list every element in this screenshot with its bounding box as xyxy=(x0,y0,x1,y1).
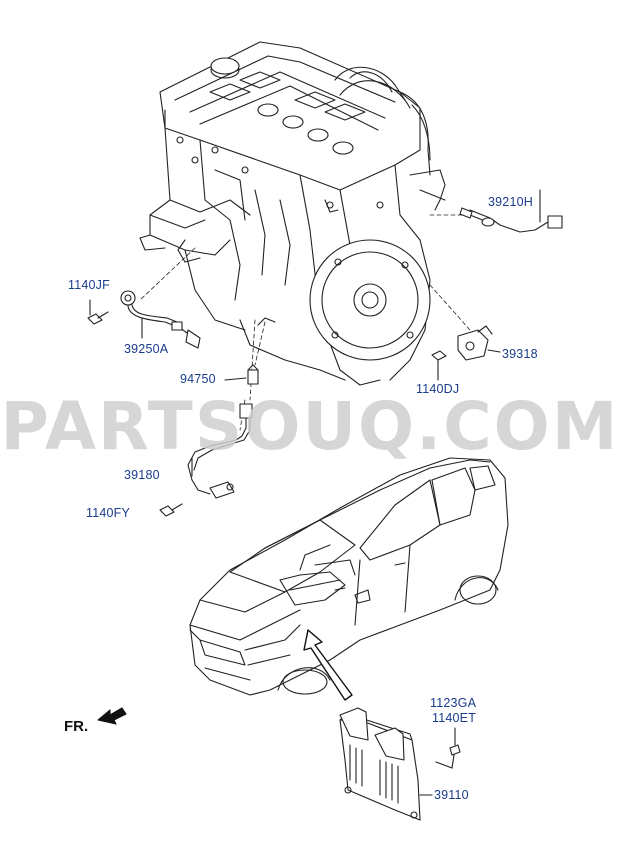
ecu-39110 xyxy=(339,707,433,821)
label-1140fy[interactable]: 1140FY xyxy=(86,506,131,520)
label-39318[interactable]: 39318 xyxy=(502,347,538,361)
front-arrow-icon xyxy=(97,707,127,725)
label-39210h[interactable]: 39210H xyxy=(488,195,533,209)
leader-lines xyxy=(139,214,471,431)
watermark: PARTSOUQ.COM xyxy=(0,388,620,465)
bolt-1140jf xyxy=(87,299,109,325)
bolt-1140fy xyxy=(159,503,183,517)
front-indicator-label: FR. xyxy=(64,718,89,735)
label-94750[interactable]: 94750 xyxy=(180,372,216,386)
label-1140dj[interactable]: 1140DJ xyxy=(416,382,460,396)
car-illustration xyxy=(189,457,509,696)
label-1123ga[interactable]: 1123GA xyxy=(430,696,477,710)
bolt-1140dj xyxy=(431,350,447,381)
ecu-location-arrow xyxy=(303,629,353,701)
label-39110[interactable]: 39110 xyxy=(434,788,469,802)
crank-sensor-39180 xyxy=(187,403,253,499)
label-39250a[interactable]: 39250A xyxy=(124,342,169,356)
label-39180[interactable]: 39180 xyxy=(124,468,160,482)
engine-block-illustration xyxy=(139,41,446,386)
bolt-1123ga xyxy=(435,727,461,769)
oxygen-sensor-39210h xyxy=(459,189,563,233)
sensor-94750 xyxy=(224,364,259,385)
label-1140et[interactable]: 1140ET xyxy=(432,711,477,725)
label-1140jf[interactable]: 1140JF xyxy=(68,278,110,292)
knock-sensor-39250a xyxy=(120,290,201,349)
cam-sensor-39318 xyxy=(457,325,501,361)
